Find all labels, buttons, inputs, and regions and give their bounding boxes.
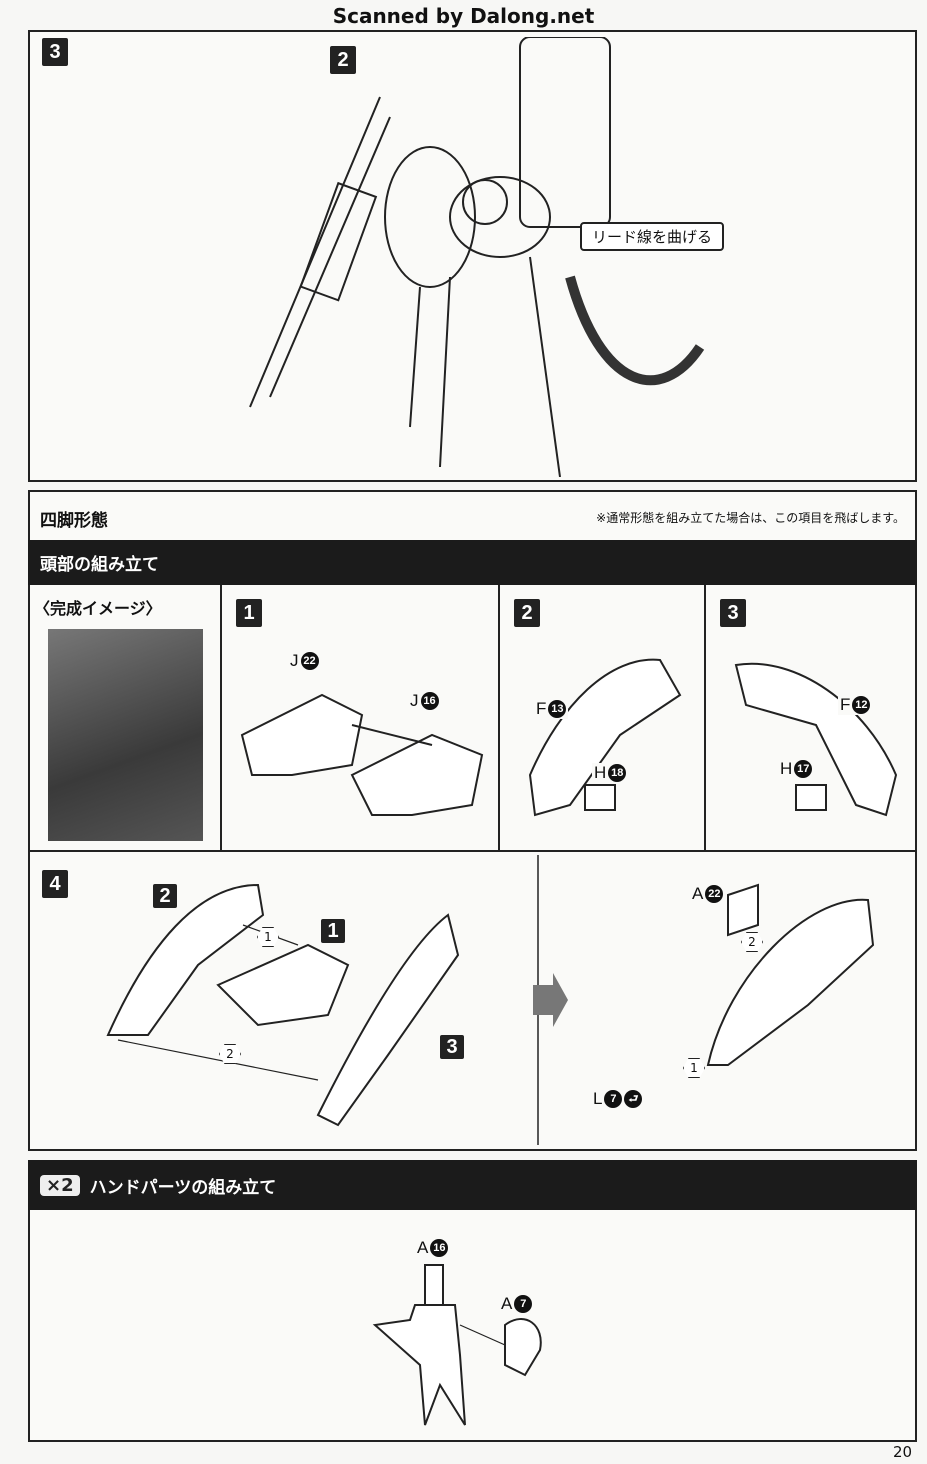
hand-title: ハンドパーツの組み立て	[89, 1177, 277, 1198]
hand-drawing	[372, 1264, 542, 1426]
part-number: 13	[548, 700, 567, 718]
completed-image	[48, 629, 203, 841]
sub-badge: 3	[440, 1035, 464, 1059]
step-badge: 3	[42, 38, 68, 66]
part-letter: H	[594, 763, 607, 782]
part-number: 16	[430, 1239, 449, 1257]
part-drawing	[734, 662, 898, 817]
sub-badge: 2	[153, 884, 177, 908]
head-assembly-bar: 頭部の組み立て	[28, 540, 917, 585]
step-badge: 4	[42, 870, 68, 898]
part-letter: F	[840, 695, 851, 714]
part-number: 12	[852, 696, 871, 714]
step-badge: 3	[720, 599, 746, 627]
part-number: 18	[608, 764, 627, 782]
sub-badge: 1	[321, 919, 345, 943]
part-letter: A	[501, 1294, 513, 1313]
callout-bend-lead: リード線を曲げる	[580, 222, 725, 251]
part-number: 16	[420, 692, 439, 710]
part-letter: L	[593, 1089, 603, 1108]
part-drawing	[240, 693, 484, 816]
part-letter: A	[417, 1238, 429, 1257]
order-marker: 2	[219, 1044, 241, 1064]
part-number: 17	[794, 760, 813, 778]
part-number: 22	[705, 885, 724, 903]
part-letter: J	[290, 651, 299, 670]
robot-illustration	[249, 37, 705, 477]
part-number: 7	[514, 1295, 533, 1313]
step-badge: 2	[514, 599, 540, 627]
hand-assembly-bar: ×2 ハンドパーツの組み立て	[28, 1160, 917, 1210]
skip-note: ※通常形態を組み立てた場合は、この項目を飛ばします。	[596, 511, 905, 525]
part-drawing	[528, 658, 682, 817]
order-marker: 2	[741, 932, 763, 952]
image-panel: 〈完成イメージ〉	[28, 585, 222, 852]
watermark: Scanned by Dalong.net	[332, 4, 595, 28]
part-number: 7	[604, 1090, 623, 1108]
cut-gate-icon: ⮐	[624, 1090, 643, 1108]
section-title: 四脚形態	[40, 511, 108, 531]
order-marker: 1	[257, 927, 279, 947]
ref-step-badge: 2	[330, 46, 356, 74]
multiplier-badge: ×2	[40, 1174, 80, 1196]
part-letter: J	[410, 691, 419, 710]
step-badge: 1	[236, 599, 262, 627]
part-letter: F	[536, 699, 547, 718]
part-number: 22	[300, 652, 319, 670]
step4-drawing	[106, 855, 875, 1145]
page-number: 20	[893, 1443, 913, 1461]
part-letter: H	[780, 759, 793, 778]
part-letter: A	[692, 884, 704, 903]
order-marker: 1	[683, 1058, 705, 1078]
image-label: 〈完成イメージ〉	[34, 599, 162, 618]
step3-panel: 3 2 リード線を曲げる	[28, 30, 917, 482]
